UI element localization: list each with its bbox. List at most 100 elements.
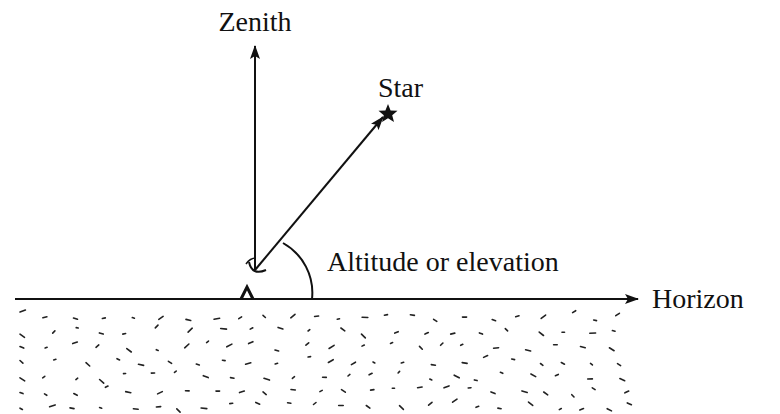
ground-speck [308, 356, 311, 358]
ground-speck [227, 344, 232, 347]
ground-speck [155, 325, 158, 328]
ground-speck [123, 333, 126, 335]
ground-speck [246, 363, 251, 364]
ground-speck [463, 316, 467, 318]
ground-speck [275, 362, 277, 364]
ground-speck [133, 408, 138, 410]
ground-speck [462, 362, 467, 364]
ground-speck [554, 344, 558, 346]
observer-eye [249, 262, 266, 272]
horizon-label: Horizon [652, 284, 744, 315]
ground-speck [498, 407, 501, 409]
ground-speck [620, 379, 625, 381]
ground-speck [177, 409, 180, 412]
ground-speck [132, 317, 134, 319]
ground-speck [431, 364, 435, 366]
ground-speck [418, 386, 423, 388]
ground-speck [45, 394, 47, 395]
ground-speck [342, 390, 346, 393]
ground-speck [291, 314, 295, 318]
ground-speck [20, 408, 22, 409]
ground-speck [572, 395, 574, 397]
ground-speck [479, 333, 482, 334]
ground-speck [86, 363, 90, 366]
ground-speck [618, 364, 621, 366]
ground-speck [612, 330, 615, 332]
ground-speck [99, 333, 103, 334]
ground-speck [531, 374, 536, 377]
ground-speck [306, 343, 309, 345]
ground-speck [429, 402, 432, 405]
ground-speck [420, 346, 423, 349]
ground-speck [292, 377, 294, 379]
ground-speck [231, 377, 235, 379]
ground-speck [362, 334, 366, 338]
ground-speck [102, 317, 105, 319]
ground-speck [398, 371, 400, 373]
ground-speck [590, 332, 596, 334]
ground-speck [156, 406, 160, 408]
ground-speck [288, 402, 291, 404]
ground-speck [70, 407, 74, 409]
ground-speck [320, 390, 322, 391]
ground-speck [221, 328, 227, 330]
ground-speck [20, 378, 25, 381]
ground-speck [607, 409, 611, 411]
ground-speck [214, 318, 220, 319]
ground-speck [410, 314, 414, 316]
ground-speck [561, 363, 564, 365]
ground-speck [522, 391, 527, 393]
ground-speck [505, 329, 507, 331]
ground-speck [314, 403, 317, 405]
ground-speck [609, 348, 614, 351]
ground-speck [391, 342, 393, 344]
ground-speck [529, 402, 533, 405]
observer-eye [246, 258, 256, 264]
star-symbol [379, 104, 398, 122]
ground-speck [159, 316, 163, 319]
ground-speck [249, 342, 253, 344]
ground-speck [384, 314, 387, 316]
ground-speck [203, 376, 208, 378]
ground-speck [54, 358, 56, 360]
ground-speck [559, 409, 561, 410]
ground-speck [126, 392, 131, 393]
ground-speck [240, 391, 245, 393]
ground-speck [588, 378, 593, 380]
zenith-label: Zenith [218, 7, 291, 38]
horizon-line [15, 298, 638, 300]
ground-speck [278, 327, 283, 329]
ground-speck [451, 333, 455, 334]
ground-speck [580, 409, 584, 410]
ground-speck [337, 318, 339, 320]
ground-speck [239, 317, 242, 319]
ground-speck [139, 364, 144, 365]
ground-speck [158, 392, 163, 394]
ground-speck [185, 344, 189, 348]
ground-speck [186, 319, 191, 320]
ground-speck [434, 319, 437, 321]
ground-speck [468, 387, 471, 389]
ground-speck [186, 390, 190, 392]
ground-speck [625, 391, 629, 393]
ground-speck [43, 376, 45, 378]
zenith-arrow [254, 46, 256, 270]
ground-speck [100, 380, 104, 384]
ground-speck [371, 389, 374, 391]
ground-speck [592, 388, 595, 390]
ground-speck [573, 311, 576, 313]
ground-speck [168, 361, 171, 363]
ground-speck [591, 363, 593, 365]
ground-speck [491, 392, 495, 394]
ground-speck [96, 345, 99, 347]
ground-speck [627, 403, 631, 405]
ground-speck [315, 315, 319, 317]
ground-speck [461, 344, 463, 345]
ground-speck [512, 358, 515, 360]
ground-speck [516, 315, 519, 318]
ground-speck [400, 406, 404, 410]
ground-speck [76, 378, 78, 379]
ground-speck [291, 389, 295, 391]
ground-speck [454, 375, 459, 378]
